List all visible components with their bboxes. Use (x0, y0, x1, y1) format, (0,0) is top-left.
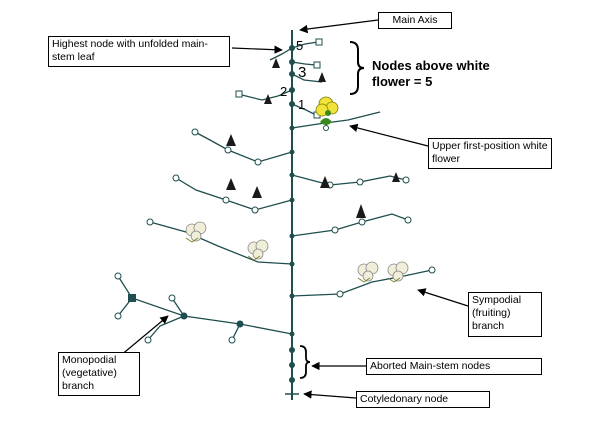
node-number-5: 5 (296, 38, 304, 53)
main-axis-label: Main Axis (378, 12, 452, 29)
monopodial-label: Monopodial (vegetative) branch (58, 352, 140, 396)
main-stem-nodes (285, 45, 299, 395)
monopodial-nodes (128, 294, 244, 328)
node-number-2: 2 (280, 84, 288, 99)
flower-buds (226, 58, 400, 218)
white-flower (315, 96, 339, 125)
sympodial-branches (117, 41, 433, 341)
boll (185, 221, 207, 243)
nodes-bracket (349, 41, 365, 95)
bolls (185, 221, 409, 283)
node-number-3: 3 (298, 64, 307, 81)
sympodial-label: Sympodial (fruiting) branch (468, 292, 542, 337)
boll (247, 239, 269, 261)
node-number-1: 1 (298, 97, 306, 112)
cotyledonary-label: Cotyledonary node (356, 391, 490, 408)
branch-nodes (114, 38, 436, 344)
aborted-bracket (299, 345, 311, 379)
upper-first-label: Upper first-position white flower (428, 138, 552, 169)
boll (357, 261, 379, 283)
aborted-label: Aborted Main-stem nodes (366, 358, 542, 375)
boll (387, 261, 409, 283)
highest-node-label: Highest node with unfolded main-stem lea… (48, 36, 230, 67)
pointer-arrows (119, 19, 469, 399)
nodes-above-label: Nodes above white flower = 5 (372, 58, 490, 89)
